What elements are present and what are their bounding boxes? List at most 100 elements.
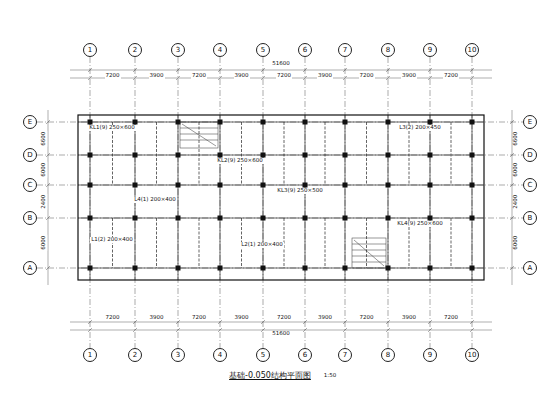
dimension-tick (46, 216, 50, 220)
column (303, 153, 308, 158)
dimension-tick (343, 76, 347, 80)
dimension-text: 51600 (271, 61, 291, 67)
dimension-tick (386, 320, 390, 324)
axis-line (37, 122, 523, 123)
axis-number: 10 (468, 352, 477, 359)
column (386, 216, 391, 221)
axis-number: 3 (176, 352, 180, 359)
beam-annotation: L3(2) 200×450 (398, 125, 442, 131)
dimension-tick (46, 120, 50, 124)
dimension-tick (176, 328, 180, 332)
axis-number: 9 (428, 47, 432, 54)
axis-bubble: 3 (171, 43, 185, 57)
column (343, 120, 348, 125)
axis-bubble: 10 (465, 348, 479, 362)
column (428, 120, 433, 125)
beam-annotation: L1(2) 200×400 (90, 237, 134, 243)
axis-bubble: 10 (465, 43, 479, 57)
axis-bubble: 4 (213, 43, 227, 57)
dimension-text: 3900 (317, 315, 333, 321)
axis-bubble: 1 (83, 43, 97, 57)
dimension-text: 3900 (234, 315, 250, 321)
beam-line (78, 268, 484, 269)
dimension-tick (176, 68, 180, 72)
dimension-text: 3900 (317, 73, 333, 79)
column (218, 153, 223, 158)
dimension-text: 7200 (105, 73, 121, 79)
dimension-tick (261, 76, 265, 80)
dimension-line (48, 110, 49, 285)
column (88, 153, 93, 158)
dimension-tick (510, 183, 514, 187)
axis-bubble: 7 (338, 43, 352, 57)
dimension-tick (470, 328, 474, 332)
secondary-beam (366, 218, 367, 268)
dimension-text: 6600 (41, 131, 47, 147)
axis-bubble: 8 (381, 348, 395, 362)
column (303, 216, 308, 221)
axis-line (90, 57, 91, 348)
dimension-text: 7200 (191, 73, 207, 79)
axis-line (178, 57, 179, 348)
scale: 1:50 (323, 373, 337, 379)
secondary-beam (112, 218, 113, 268)
axis-bubble: A (523, 261, 537, 275)
dimension-tick (218, 320, 222, 324)
column (428, 216, 433, 221)
drawing-title: 基础-0.050结构平面图 (228, 372, 312, 380)
column (261, 120, 266, 125)
axis-number: 4 (218, 352, 222, 359)
axis-line (472, 57, 473, 348)
column (133, 266, 138, 271)
dimension-text: 7200 (443, 315, 459, 321)
dimension-text: 6000 (41, 235, 47, 251)
column (303, 183, 308, 188)
dimension-tick (428, 320, 432, 324)
axis-number: 2 (133, 352, 137, 359)
dimension-text: 2400 (41, 194, 47, 210)
column (176, 266, 181, 271)
axis-number: 1 (88, 352, 92, 359)
dimension-text: 7200 (105, 315, 121, 321)
dimension-text: 7200 (276, 315, 292, 321)
column (386, 183, 391, 188)
secondary-beam (409, 122, 410, 185)
secondary-beam (284, 122, 285, 185)
axis-line (305, 57, 306, 348)
axis-bubble: 1 (83, 348, 97, 362)
axis-bubble: 7 (338, 348, 352, 362)
axis-bubble: B (23, 211, 37, 225)
axis-bubble: 3 (171, 348, 185, 362)
dimension-text: 51600 (271, 331, 291, 337)
axis-bubble: 2 (128, 348, 142, 362)
dimension-tick (428, 68, 432, 72)
axis-line (430, 57, 431, 348)
axis-number: E (528, 119, 532, 126)
axis-number: A (28, 265, 33, 272)
column (88, 183, 93, 188)
dimension-tick (386, 68, 390, 72)
axis-number: 4 (218, 47, 222, 54)
axis-number: 1 (88, 47, 92, 54)
axis-number: A (528, 265, 533, 272)
axis-number: D (27, 152, 32, 159)
axis-number: C (528, 182, 533, 189)
dimension-tick (176, 76, 180, 80)
axis-bubble: 8 (381, 43, 395, 57)
column (261, 216, 266, 221)
axis-number: C (28, 182, 33, 189)
beam-line (90, 115, 91, 280)
column (88, 120, 93, 125)
dimension-tick (176, 320, 180, 324)
column (133, 183, 138, 188)
dimension-text: 7200 (443, 73, 459, 79)
column (303, 120, 308, 125)
axis-number: 8 (386, 352, 390, 359)
dimension-tick (218, 76, 222, 80)
dimension-tick (303, 76, 307, 80)
dimension-tick (261, 320, 265, 324)
column (176, 216, 181, 221)
dimension-tick (428, 76, 432, 80)
beam-line (78, 155, 484, 156)
dimension-tick (303, 68, 307, 72)
